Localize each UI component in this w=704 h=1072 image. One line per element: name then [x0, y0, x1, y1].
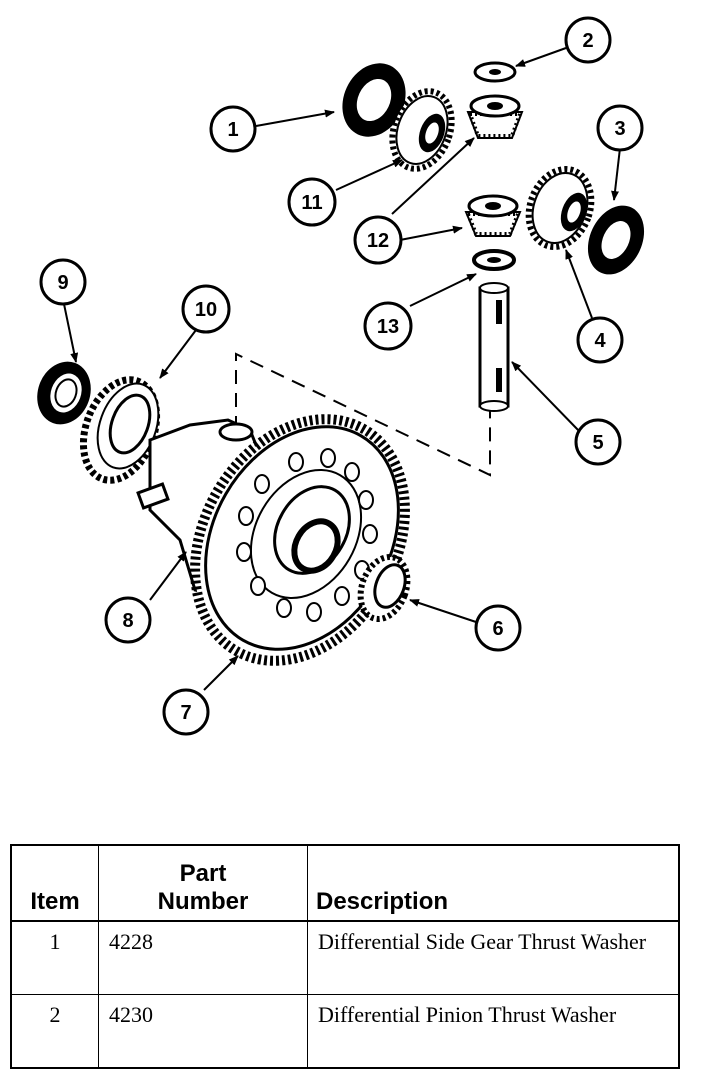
callout-5: 5 [574, 418, 622, 466]
callout-2: 2 [564, 16, 612, 64]
part-12-pinion-gear-upper [466, 94, 524, 139]
part-5-pinion-shaft [478, 282, 510, 412]
callout-10-label: 10 [195, 299, 217, 321]
callout-12-label: 12 [367, 230, 389, 252]
part-4-side-gear [525, 166, 595, 250]
callout-11-label: 11 [301, 192, 322, 214]
callout-4-label: 4 [594, 330, 606, 352]
leader-8 [149, 551, 187, 601]
callout-3: 3 [596, 104, 644, 152]
part-10-bearing-cone [79, 376, 161, 484]
callout-9: 9 [39, 258, 87, 306]
callout-8: 8 [104, 596, 152, 644]
callout-13-label: 13 [377, 316, 399, 338]
leader-9 [63, 303, 79, 363]
callout-3-label: 3 [614, 118, 625, 140]
table-row: 1 4228 Differential Side Gear Thrust Was… [10, 920, 680, 995]
leader-5 [511, 361, 581, 433]
leader-6 [409, 599, 477, 623]
header-item: Item [10, 844, 99, 922]
callout-4: 4 [576, 316, 624, 364]
cell-part-number: 4230 [98, 994, 308, 1069]
part-3-side-gear-thrust-washer [587, 205, 645, 275]
callout-7: 7 [162, 688, 210, 736]
callout-11: 11 [287, 177, 337, 227]
part-13-pinion-thrust-washer [472, 249, 516, 271]
cell-item: 2 [10, 994, 99, 1069]
leader-10 [159, 329, 197, 379]
callout-2-label: 2 [582, 30, 593, 52]
leader-2 [515, 47, 567, 67]
leader-12a [391, 137, 475, 215]
leader-11 [335, 159, 403, 191]
callout-12: 12 [353, 215, 403, 265]
leader-3 [611, 147, 621, 201]
cell-description: Differential Side Gear Thrust Washer [307, 920, 680, 995]
header-description: Description [307, 844, 680, 922]
callout-1-label: 1 [227, 119, 238, 141]
table-row: 2 4230 Differential Pinion Thrust Washer [10, 994, 680, 1069]
exploded-differential-diagram: 1 2 3 4 5 6 7 8 9 10 11 12 13 [37, 16, 645, 736]
part-2-pinion-thrust-washer [473, 61, 517, 83]
header-part-line1: Part [179, 860, 227, 887]
part-7-ring-gear [190, 414, 410, 666]
callout-6-label: 6 [492, 618, 503, 640]
leader-1 [255, 109, 335, 127]
leader-7 [203, 655, 239, 691]
leader-4 [565, 249, 593, 319]
leader-13 [409, 273, 477, 307]
cell-item: 1 [10, 920, 99, 995]
callout-5-label: 5 [592, 432, 603, 454]
part-12-pinion-gear-lower [464, 194, 522, 237]
cell-description: Differential Pinion Thrust Washer [307, 994, 680, 1069]
leader-12b [399, 225, 463, 241]
part-1-side-gear-thrust-washer [342, 63, 406, 137]
part-11-side-gear [389, 88, 455, 172]
assembly-dashed-line [235, 352, 491, 477]
callout-1: 1 [209, 105, 257, 153]
part-9-bearing-cup [37, 361, 91, 425]
callout-8-label: 8 [122, 610, 133, 632]
callout-13: 13 [363, 301, 413, 351]
callout-7-label: 7 [180, 702, 191, 724]
callout-10: 10 [181, 284, 231, 334]
callout-6: 6 [474, 604, 522, 652]
header-part-line2: Number [157, 888, 249, 915]
cell-part-number: 4228 [98, 920, 308, 995]
callout-9-label: 9 [57, 272, 68, 294]
part-6-bearing [357, 554, 411, 622]
